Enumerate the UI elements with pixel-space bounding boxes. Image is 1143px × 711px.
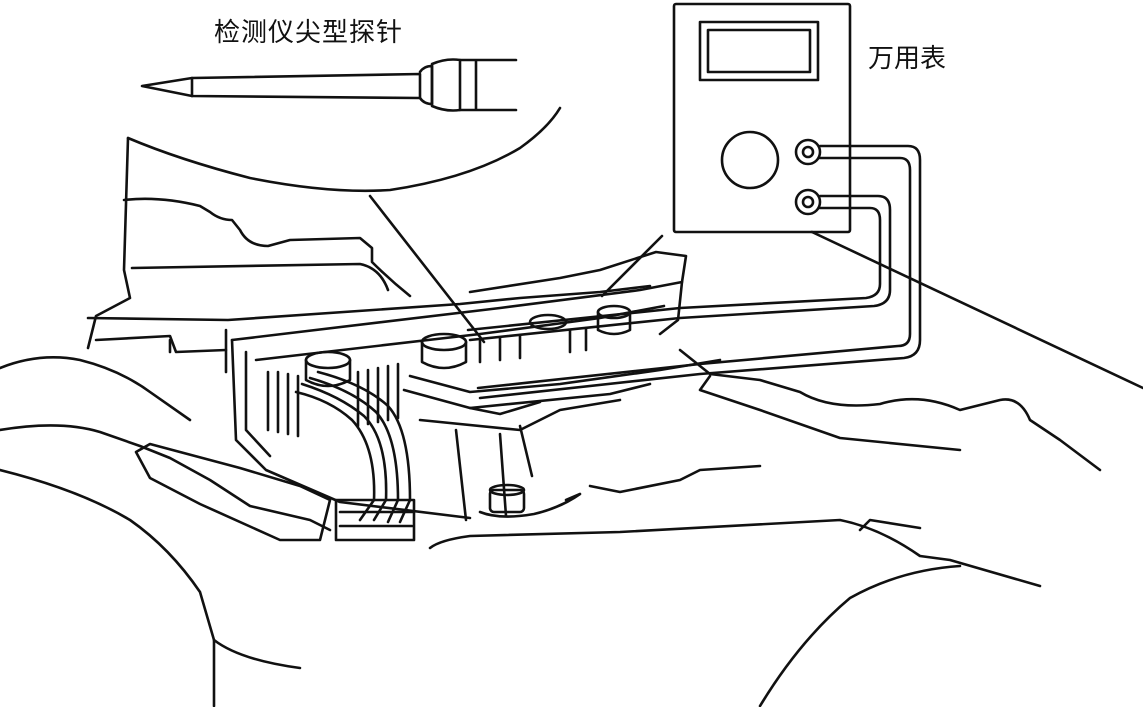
magnifier-arc xyxy=(128,108,560,191)
ecu-housing xyxy=(232,252,686,340)
test-leads xyxy=(468,146,920,398)
multimeter-dial xyxy=(722,132,778,188)
mounting-bolt xyxy=(490,490,524,512)
socket-3 xyxy=(530,315,566,329)
probe-handle-joint xyxy=(432,60,460,111)
magnifier-pointer xyxy=(370,196,484,342)
multimeter xyxy=(674,4,850,232)
multimeter-display xyxy=(700,22,818,80)
probe-needle xyxy=(142,74,420,98)
multimeter-jack-top xyxy=(796,140,820,164)
probe-label: 检测仪尖型探针 xyxy=(214,18,404,48)
probe-collar xyxy=(420,66,432,104)
probe-handle xyxy=(460,60,516,110)
test-probe xyxy=(142,60,516,111)
socket-2 xyxy=(422,334,466,350)
socket-1 xyxy=(306,352,350,368)
multimeter-label: 万用表 xyxy=(868,44,947,74)
wire-harness xyxy=(296,372,414,540)
multimeter-jack-bottom xyxy=(796,190,820,214)
engine-bay xyxy=(0,138,1100,706)
multimeter-body xyxy=(674,4,850,232)
multimeter-pointer xyxy=(812,232,1143,388)
